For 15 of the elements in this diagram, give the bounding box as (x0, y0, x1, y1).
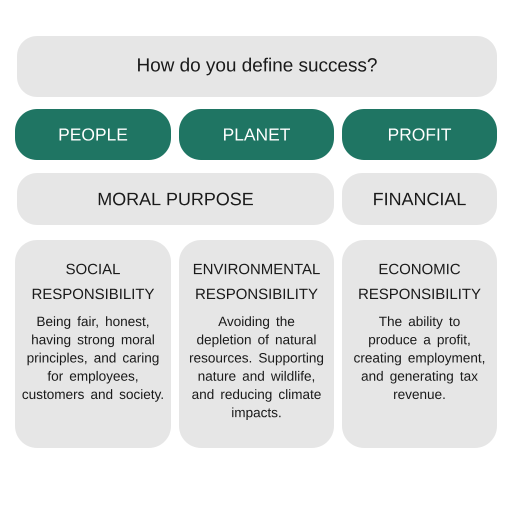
section-box: MORAL PURPOSE (17, 173, 334, 225)
info-card (342, 240, 497, 448)
info-card (15, 240, 171, 448)
category-box: PEOPLE (15, 109, 171, 160)
info-card (179, 240, 334, 448)
card-heading: ECONOMIC RESPONSIBILITY (359, 264, 481, 300)
card-heading: SOCIAL RESPONSIBILITY (32, 264, 154, 300)
card-text: Being fair, honest, having strong moral principles, and caring for employees, customers and society. (22, 316, 163, 402)
category-box: PLANET (179, 109, 334, 160)
category-box: PROFIT (342, 109, 497, 160)
section-box: FINANCIAL (342, 173, 497, 225)
card-text: The ability to produce a profit, creating employment, and generating tax revenue. (354, 316, 484, 400)
card-text: Avoiding the depletion of natural resources. Supporting nature and wildlife, and reducing climate impacts. (190, 316, 324, 420)
card-heading: ENVIRONMENTAL RESPONSIBILITY (194, 264, 320, 300)
question-box: How do you define success? (17, 36, 498, 97)
